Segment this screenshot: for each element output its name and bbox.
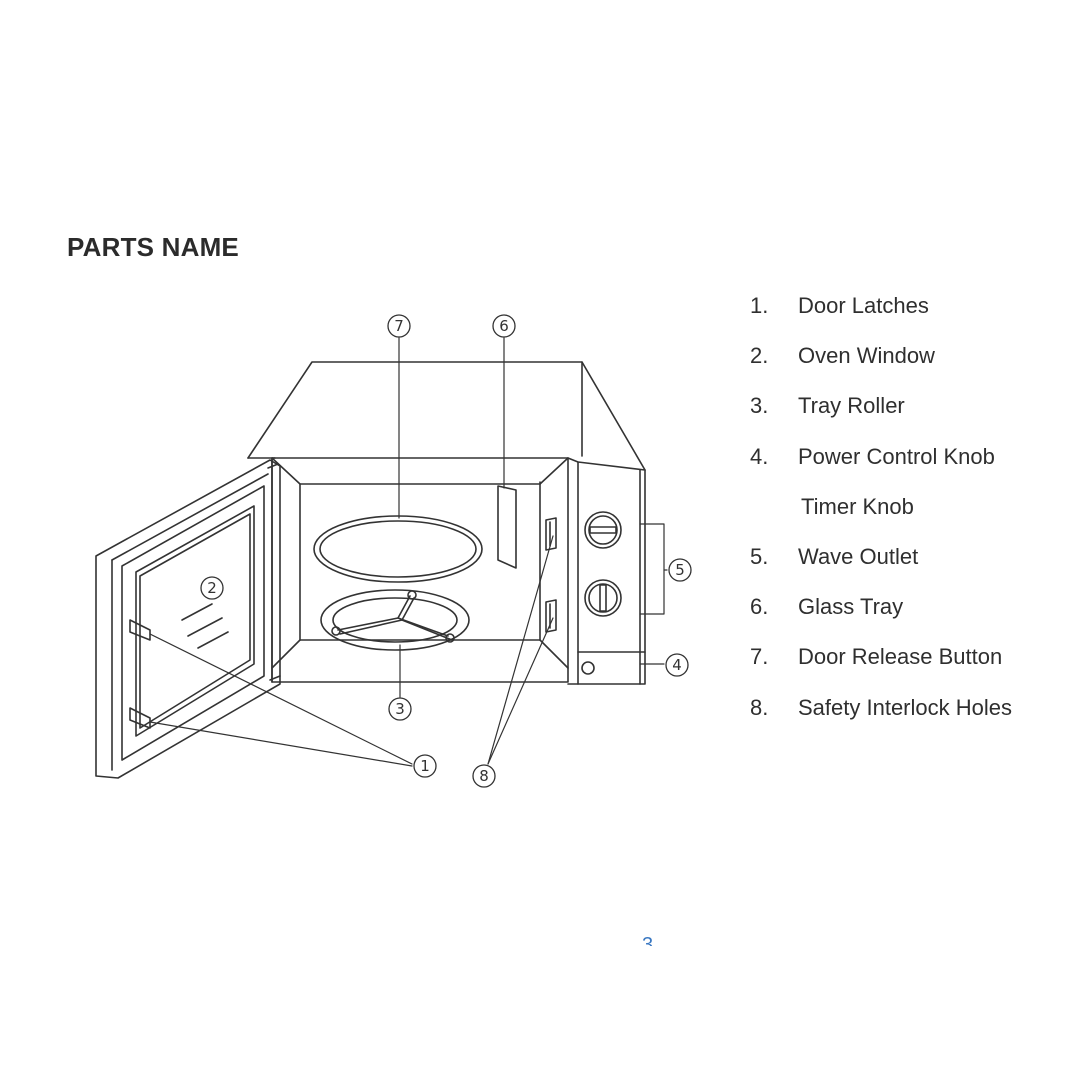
part-number: 3. (750, 393, 769, 419)
parts-list-item: 7. Door Release Button (750, 641, 1012, 691)
control-knobs (581, 511, 622, 675)
part-number: 6. (750, 594, 769, 620)
oven-cavity (271, 457, 569, 669)
parts-list-item: 6. Glass Tray (750, 591, 1012, 641)
parts-list-item: 1. Door Latches (750, 290, 1012, 340)
callout-3: 3 (395, 700, 405, 718)
oven-door (95, 459, 281, 779)
part-label: Power Control Knob (798, 443, 995, 469)
part-number: 2. (750, 343, 769, 369)
part-number: 5. (750, 543, 769, 569)
part-label: Tray Roller (798, 393, 905, 419)
parts-list-item: 2. Oven Window (750, 340, 1012, 390)
callout-1: 1 (420, 757, 430, 775)
callout-4: 4 (672, 656, 682, 674)
callout-7: 7 (394, 317, 404, 335)
part-label: Glass Tray (798, 594, 904, 620)
part-number: 1. (750, 293, 769, 318)
part-label: Door Latches (798, 293, 929, 318)
callout-circles (200, 314, 692, 788)
part-number: 8. (750, 694, 769, 720)
part-label: Door Release Button (798, 644, 1003, 670)
oven-body (247, 361, 646, 685)
callout-5: 5 (675, 561, 685, 579)
leader-lines (149, 337, 668, 767)
part-number: 4. (750, 443, 769, 469)
callout-2: 2 (207, 579, 217, 597)
parts-list-item: 8. Safety Interlock Holes (750, 692, 1012, 742)
callout-6: 6 (499, 317, 509, 335)
section-heading: PARTS NAME (67, 232, 239, 262)
parts-list-item: 3. Tray Roller (750, 390, 1012, 440)
tray-roller (320, 589, 470, 651)
wave-outlet-plate (497, 485, 517, 569)
safety-interlock-holes (545, 517, 557, 633)
glass-tray (313, 515, 483, 583)
part-number: 7. (750, 644, 769, 670)
parts-list-item: 4. Power Control Knob (750, 441, 1012, 491)
part-label: Wave Outlet (798, 543, 919, 569)
part-label: Oven Window (798, 343, 935, 369)
parts-list: 1. Door Latches 2. Oven Window 3. Tray Roll… (750, 290, 1012, 742)
parts-list-item: 5. Wave Outlet (750, 541, 1012, 591)
parts-list-item: Timer Knob (750, 491, 1012, 541)
part-label: Safety Interlock Holes (798, 694, 1012, 720)
callout-8: 8 (479, 767, 489, 785)
page-number: 3 (642, 934, 654, 946)
part-label: Timer Knob (801, 493, 914, 519)
